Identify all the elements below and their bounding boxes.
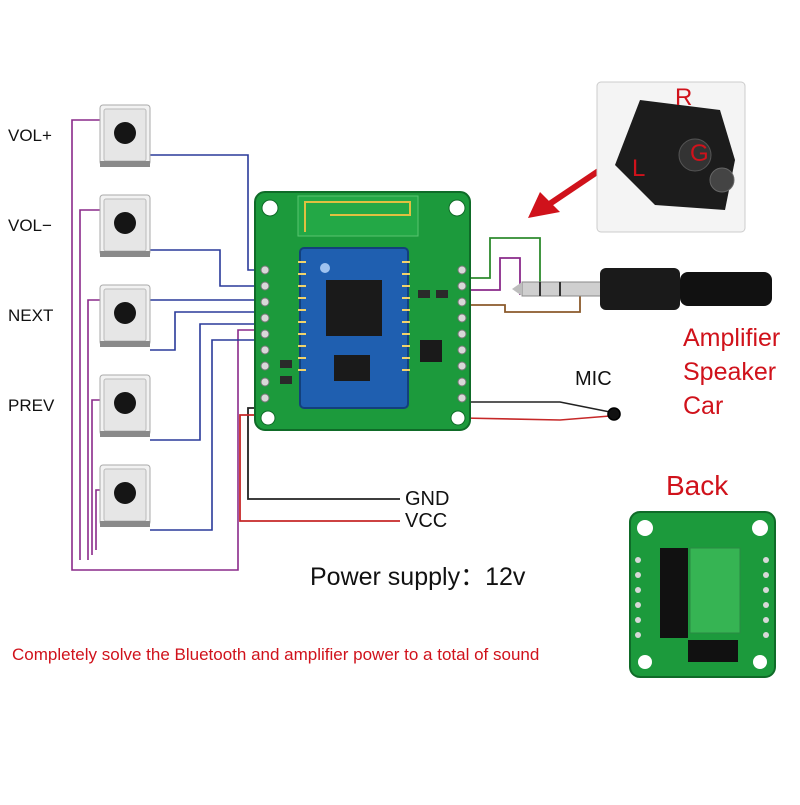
jack-socket bbox=[596, 81, 746, 233]
label-next: NEXT bbox=[8, 306, 54, 325]
output-label-car: Car bbox=[683, 392, 724, 420]
output-label-speaker: Speaker bbox=[683, 358, 777, 386]
wire-g-brown bbox=[470, 295, 581, 313]
button-next[interactable] bbox=[99, 284, 151, 347]
output-label-amplifier: Amplifier bbox=[683, 324, 781, 352]
vcc-wire bbox=[239, 414, 400, 522]
label-volminus: VOL− bbox=[8, 216, 52, 235]
wire-btn5-blue bbox=[150, 339, 268, 531]
main-pcb bbox=[254, 191, 471, 431]
jack-label-l: L bbox=[632, 155, 646, 182]
button-volplus[interactable] bbox=[99, 104, 151, 167]
wire-volminus-blue bbox=[150, 249, 268, 287]
audio-plug bbox=[512, 268, 772, 310]
button-volminus[interactable] bbox=[99, 194, 151, 257]
label-prev: PREV bbox=[8, 396, 55, 415]
wire-volplus-blue bbox=[150, 154, 268, 271]
wire-next-purple bbox=[87, 299, 100, 560]
wire-volminus-purple bbox=[79, 209, 100, 560]
back-pcb bbox=[629, 511, 776, 678]
wire-r-green bbox=[470, 237, 541, 290]
footer-caption: Completely solve the Bluetooth and ampli… bbox=[12, 645, 540, 664]
wire-prev-blue bbox=[150, 323, 268, 441]
output-wires bbox=[470, 237, 581, 313]
buttons bbox=[99, 104, 151, 527]
button-5[interactable] bbox=[99, 464, 151, 527]
power-supply-label: Power supply：12v bbox=[310, 563, 526, 591]
mic-wire-red bbox=[461, 415, 611, 421]
wire-next-blue2 bbox=[150, 311, 268, 351]
wire-btn5-purple bbox=[95, 489, 100, 550]
wire-next-blue bbox=[150, 299, 268, 306]
jack-label-r: R bbox=[675, 84, 693, 111]
wire-l-purple bbox=[470, 257, 521, 295]
wire-prev-purple bbox=[91, 399, 100, 555]
mic-label: MIC bbox=[575, 368, 612, 390]
label-volplus: VOL+ bbox=[8, 126, 52, 145]
button-prev[interactable] bbox=[99, 374, 151, 437]
mic-wire-black bbox=[462, 401, 611, 413]
back-label: Back bbox=[666, 470, 729, 501]
wire-volplus-purple bbox=[71, 119, 262, 571]
right-pin-header bbox=[457, 265, 467, 403]
mic-capsule bbox=[607, 407, 621, 421]
gnd-label: GND bbox=[405, 488, 450, 510]
jack-label-g: G bbox=[690, 140, 709, 167]
mic-wires bbox=[461, 401, 621, 421]
left-pin-header bbox=[260, 265, 270, 403]
jack-arrow bbox=[528, 167, 602, 218]
vcc-label: VCC bbox=[405, 510, 448, 532]
